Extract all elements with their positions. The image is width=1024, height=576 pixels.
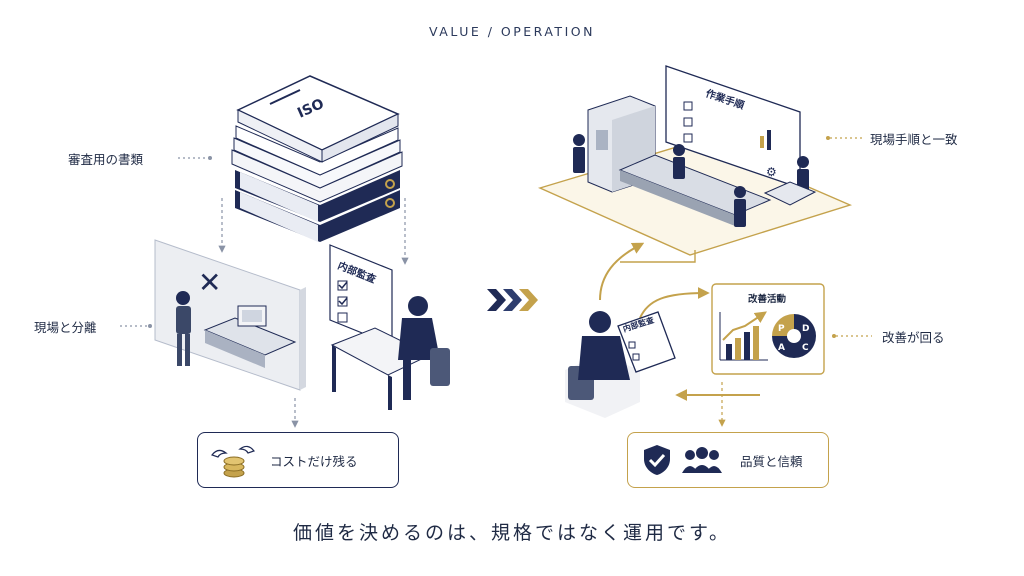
- iso-document-stack: ISO: [231, 75, 403, 242]
- people-group-icon: [682, 447, 722, 473]
- improvement-card: 改善活動 P D A C: [711, 283, 825, 375]
- cost-box-text: コストだけ残る: [270, 454, 358, 469]
- separation-label: 現場と分離: [34, 320, 97, 335]
- reviewer-scene: 内部監査: [565, 311, 676, 418]
- internal-audit-scene: 内部監査: [329, 244, 450, 410]
- pdca-cycle-icon: P D A C: [772, 314, 816, 358]
- footer-message: 価値を決めるのは、規格ではなく運用です。: [292, 522, 732, 544]
- pdca-d: D: [802, 324, 809, 334]
- production-floor-scene: 作業手順 ⚙: [537, 65, 853, 256]
- page-header: VALUE / OPERATION: [429, 24, 595, 39]
- floor-flow-line: [620, 250, 696, 263]
- pdca-p: P: [778, 324, 785, 334]
- pdca-c: C: [802, 343, 809, 353]
- cross-mark-icon: ✕: [198, 266, 221, 299]
- cycle-label: 改善が回る: [882, 330, 945, 345]
- shield-check-icon: [644, 445, 670, 475]
- pdca-a: A: [778, 343, 785, 353]
- gear-icon: ⚙: [766, 165, 777, 179]
- improvement-card-title: 改善活動: [748, 293, 787, 305]
- procedure-match-label: 現場手順と一致: [870, 132, 958, 147]
- review-to-improvement-arrow: [639, 287, 710, 319]
- transition-chevrons: [487, 289, 538, 311]
- review-to-floor-arrow: [599, 242, 645, 301]
- docs-label: 審査用の書類: [68, 152, 144, 167]
- flying-coins-icon: [211, 445, 255, 478]
- separated-site-scene: ✕: [154, 239, 306, 391]
- quality-trust-box: 品質と信頼: [627, 432, 829, 488]
- cost-remains-box: コストだけ残る: [197, 432, 399, 488]
- quality-box-text: 品質と信頼: [740, 454, 803, 469]
